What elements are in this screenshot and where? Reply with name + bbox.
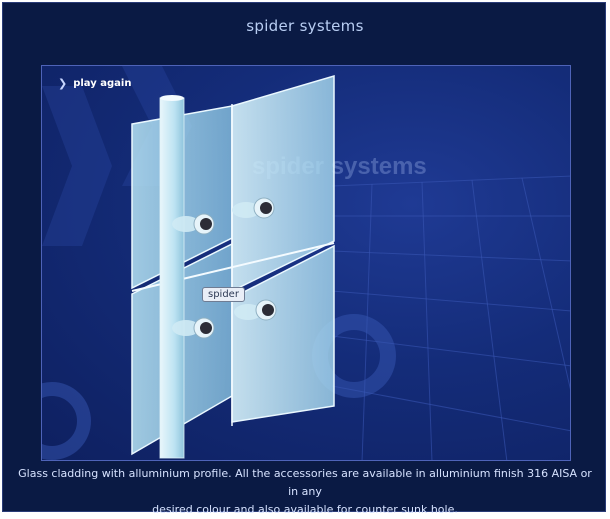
spider-tooltip: spider xyxy=(202,287,245,302)
animation-stage[interactable]: spider systems xyxy=(41,65,571,461)
description-caption: Glass cladding with alluminium profile. … xyxy=(13,465,597,519)
caption-line-1: Glass cladding with alluminium profile. … xyxy=(18,467,592,498)
page-title: spider systems xyxy=(246,17,364,35)
play-again-label: play again xyxy=(73,78,132,89)
glass-illustration: spider systems xyxy=(42,66,570,460)
play-again-button[interactable]: ❯ play again xyxy=(58,77,131,90)
support-pole xyxy=(159,97,185,459)
spider-fittings xyxy=(172,197,277,339)
chevron-right-icon: ❯ xyxy=(58,77,68,90)
caption-line-2: desired colour and also available for co… xyxy=(152,503,458,516)
